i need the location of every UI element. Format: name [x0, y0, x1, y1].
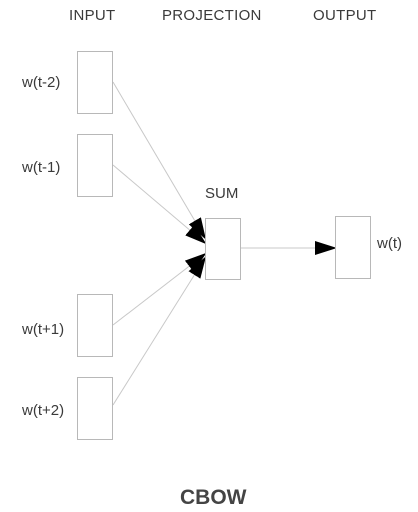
edge-input-2-to-sum — [112, 164, 207, 245]
edge-input-1-to-sum — [112, 81, 207, 240]
edge-input-3-to-sum — [112, 252, 207, 326]
projection-label: SUM — [205, 185, 239, 202]
input-box-2 — [77, 134, 113, 197]
input-box-4 — [77, 377, 113, 440]
projection-box — [205, 218, 241, 280]
diagram-title: CBOW — [180, 486, 247, 509]
input-box-1 — [77, 51, 113, 114]
header-input: INPUT — [69, 7, 116, 24]
edge-input-4-to-sum — [112, 256, 207, 406]
output-label: w(t) — [377, 235, 402, 252]
input-label-3: w(t+1) — [22, 321, 65, 338]
input-box-3 — [77, 294, 113, 357]
input-label-1: w(t-2) — [22, 74, 61, 91]
input-label-2: w(t-1) — [22, 159, 61, 176]
header-projection: PROJECTION — [162, 7, 262, 24]
input-label-4: w(t+2) — [22, 402, 65, 419]
header-output: OUTPUT — [313, 7, 377, 24]
output-box — [335, 216, 371, 279]
